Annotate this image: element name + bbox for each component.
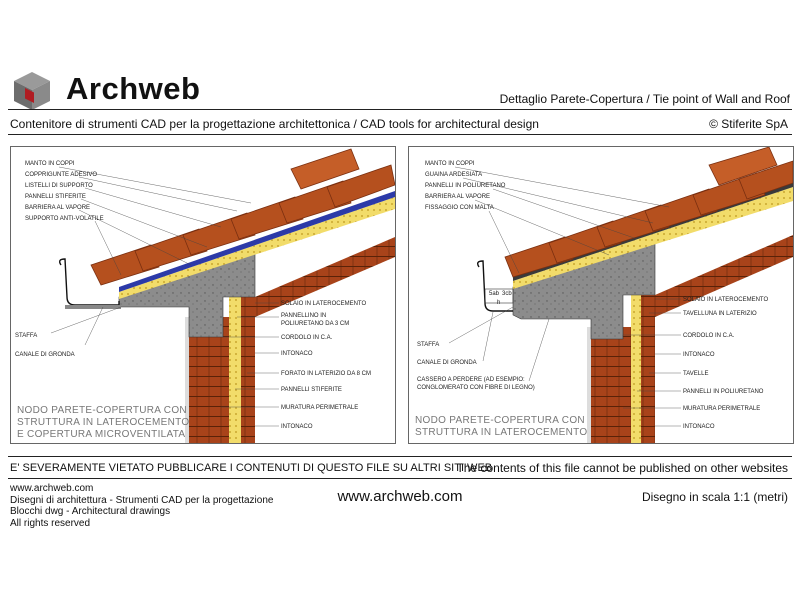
svg-text:INTONACO: INTONACO: [683, 424, 715, 430]
svg-text:STRUTTURA IN LATEROCEMENTO: STRUTTURA IN LATEROCEMENTO: [17, 417, 189, 428]
footer-divider: [8, 478, 792, 479]
svg-text:SOLAIO IN LATEROCEMENTO: SOLAIO IN LATEROCEMENTO: [281, 301, 366, 307]
gutter: [476, 260, 513, 312]
left-caption: NODO PARETE-COPERTURA CON STRUTTURA IN L…: [17, 405, 189, 440]
roof-insulation: [119, 197, 395, 299]
svg-text:PANNELLI IN POLIURETANO: PANNELLI IN POLIURETANO: [425, 183, 506, 189]
header-divider: [8, 109, 792, 110]
svg-text:3cb: 3cb: [502, 291, 512, 297]
svg-text:TAVELLUNA IN LATERIZIO: TAVELLUNA IN LATERIZIO: [683, 311, 757, 317]
footer-link[interactable]: www.archweb.com: [10, 483, 94, 494]
svg-text:COPPRIGUNTE ADESIVO: COPPRIGUNTE ADESIVO: [25, 172, 97, 178]
left-labels-right: SOLAIO IN LATEROCEMENTO PANNELLINO IN PO…: [281, 301, 371, 430]
right-detail-drawing: 5ab 3cb h MANTO IN COPPI GUAINA ARDESIAT…: [415, 147, 793, 443]
svg-text:h: h: [497, 300, 500, 306]
left-labels-left: STAFFA CANALE DI GRONDA: [15, 333, 75, 358]
svg-text:CASSERO A PERDERE (AD ESEMPIO:: CASSERO A PERDERE (AD ESEMPIO:: [417, 377, 525, 383]
warning-english: The contents of this file cannot be publ…: [456, 461, 788, 475]
svg-text:PANNELLI STIFERITE: PANNELLI STIFERITE: [25, 194, 86, 200]
svg-text:CANALE DI GRONDA: CANALE DI GRONDA: [15, 352, 75, 358]
svg-text:PANNELLINO IN: PANNELLINO IN: [281, 313, 326, 319]
roof-tiles: [504, 147, 793, 278]
subtitle-divider: [8, 134, 792, 135]
wall-insulation: [631, 295, 641, 443]
svg-text:NODO PARETE-COPERTURA CON: NODO PARETE-COPERTURA CON: [415, 415, 585, 426]
svg-text:TAVELLE: TAVELLE: [683, 371, 708, 377]
left-detail-drawing: MANTO IN COPPI COPPRIGUNTE ADESIVO LISTE…: [15, 148, 395, 443]
svg-text:CANALE DI GRONDA: CANALE DI GRONDA: [417, 360, 477, 366]
svg-text:PANNELLI IN POLIURETANO: PANNELLI IN POLIURETANO: [683, 389, 764, 395]
svg-text:BARRIERA AL VAPORE: BARRIERA AL VAPORE: [25, 205, 90, 211]
svg-text:MANTO IN COPPI: MANTO IN COPPI: [25, 161, 75, 167]
svg-text:5ab: 5ab: [489, 291, 500, 297]
copyright: © Stiferite SpA: [709, 117, 788, 131]
dimension-labels: 5ab 3cb h: [489, 291, 512, 306]
footer-line: Blocchi dwg - Architectural drawings: [10, 506, 171, 517]
right-labels-right: SOLAIO IN LATEROCEMENTO TAVELLUNA IN LAT…: [683, 297, 768, 430]
footer-line: All rights reserved: [10, 517, 91, 529]
site-url[interactable]: www.archweb.com: [337, 488, 463, 505]
warning-italian: E' SEVERAMENTE VIETATO PUBBLICARE I CONT…: [10, 462, 493, 474]
detail-panel-left: MANTO IN COPPI COPPRIGUNTE ADESIVO LISTE…: [10, 146, 396, 444]
svg-text:SUPPORTO ANTI-VOLATILE: SUPPORTO ANTI-VOLATILE: [25, 216, 104, 222]
wall-plaster: [185, 317, 189, 443]
left-labels-top: MANTO IN COPPI COPPRIGUNTE ADESIVO LISTE…: [25, 161, 104, 222]
wall-brick-inner: [641, 295, 655, 443]
svg-text:MURATURA PERIMETRALE: MURATURA PERIMETRALE: [683, 406, 760, 412]
wall-masonry: [591, 327, 631, 443]
wall-plaster: [587, 327, 591, 443]
concrete-kerb: [512, 240, 656, 340]
svg-text:INTONACO: INTONACO: [683, 352, 715, 358]
svg-text:STAFFA: STAFFA: [417, 342, 439, 348]
right-caption: NODO PARETE-COPERTURA CON STRUTTURA IN L…: [415, 415, 587, 438]
gutter-bracket: [65, 305, 121, 309]
wall-brick-inner: [241, 297, 255, 443]
roof-insulation: [513, 187, 793, 289]
scale-note: Disegno in scala 1:1 (metri): [641, 490, 788, 504]
detail-panel-right: 5ab 3cb h MANTO IN COPPI GUAINA ARDESIAT…: [408, 146, 794, 444]
svg-text:E COPERTURA MICROVENTILATA: E COPERTURA MICROVENTILATA: [17, 429, 185, 440]
svg-text:LISTELLI DI SUPPORTO: LISTELLI DI SUPPORTO: [25, 183, 93, 189]
svg-text:CORDOLO IN C.A.: CORDOLO IN C.A.: [683, 333, 735, 339]
svg-text:INTONACO: INTONACO: [281, 424, 313, 430]
svg-text:MURATURA PERIMETRALE: MURATURA PERIMETRALE: [281, 405, 358, 411]
wall-masonry: [189, 317, 229, 443]
logo[interactable]: [12, 70, 52, 112]
footer-info: www.archweb.com Disegni di architettura …: [10, 483, 273, 529]
svg-text:SOLAIO IN LATEROCEMENTO: SOLAIO IN LATEROCEMENTO: [683, 297, 768, 303]
svg-text:PANNELLI STIFERITE: PANNELLI STIFERITE: [281, 387, 342, 393]
svg-text:CORDOLO IN C.A.: CORDOLO IN C.A.: [281, 335, 333, 341]
brand-name: Archweb: [66, 71, 201, 106]
svg-text:STAFFA: STAFFA: [15, 333, 37, 339]
svg-text:CONGLOMERATO CON FIBRE DI LEGN: CONGLOMERATO CON FIBRE DI LEGNO): [417, 385, 535, 391]
roof-tiles: [90, 148, 395, 286]
wall-insulation: [229, 297, 241, 443]
right-labels-left: STAFFA CANALE DI GRONDA CASSERO A PERDER…: [417, 342, 535, 391]
right-labels-top: MANTO IN COPPI GUAINA ARDESIATA PANNELLI…: [425, 161, 506, 211]
cube-logo-icon: [14, 72, 50, 110]
roof-membrane: [119, 191, 395, 292]
dimension-box: [484, 288, 514, 304]
svg-text:MANTO IN COPPI: MANTO IN COPPI: [425, 161, 475, 167]
svg-text:FORATO IN LATERIZIO DA 8 CM: FORATO IN LATERIZIO DA 8 CM: [281, 371, 371, 377]
svg-text:INTONACO: INTONACO: [281, 351, 313, 357]
roof-slab: [655, 235, 793, 317]
subtitle-left: Contenitore di strumenti CAD per la prog…: [10, 117, 539, 131]
svg-text:FISSAGGIO CON MALTA: FISSAGGIO CON MALTA: [425, 205, 494, 211]
svg-text:POLIURETANO DA 3 CM: POLIURETANO DA 3 CM: [281, 321, 349, 327]
page-title: Dettaglio Parete-Copertura / Tie point o…: [499, 92, 790, 106]
footer-divider-top: [8, 456, 792, 457]
svg-text:NODO PARETE-COPERTURA CON: NODO PARETE-COPERTURA CON: [17, 405, 187, 416]
gutter: [58, 258, 120, 306]
svg-text:GUAINA ARDESIATA: GUAINA ARDESIATA: [425, 172, 482, 178]
footer-line: Disegni di architettura - Strumenti CAD …: [10, 494, 274, 506]
svg-text:BARRIERA AL VAPORE: BARRIERA AL VAPORE: [425, 194, 490, 200]
svg-text:STRUTTURA IN LATEROCEMENTO: STRUTTURA IN LATEROCEMENTO: [415, 427, 587, 438]
roof-slab: [255, 237, 395, 317]
